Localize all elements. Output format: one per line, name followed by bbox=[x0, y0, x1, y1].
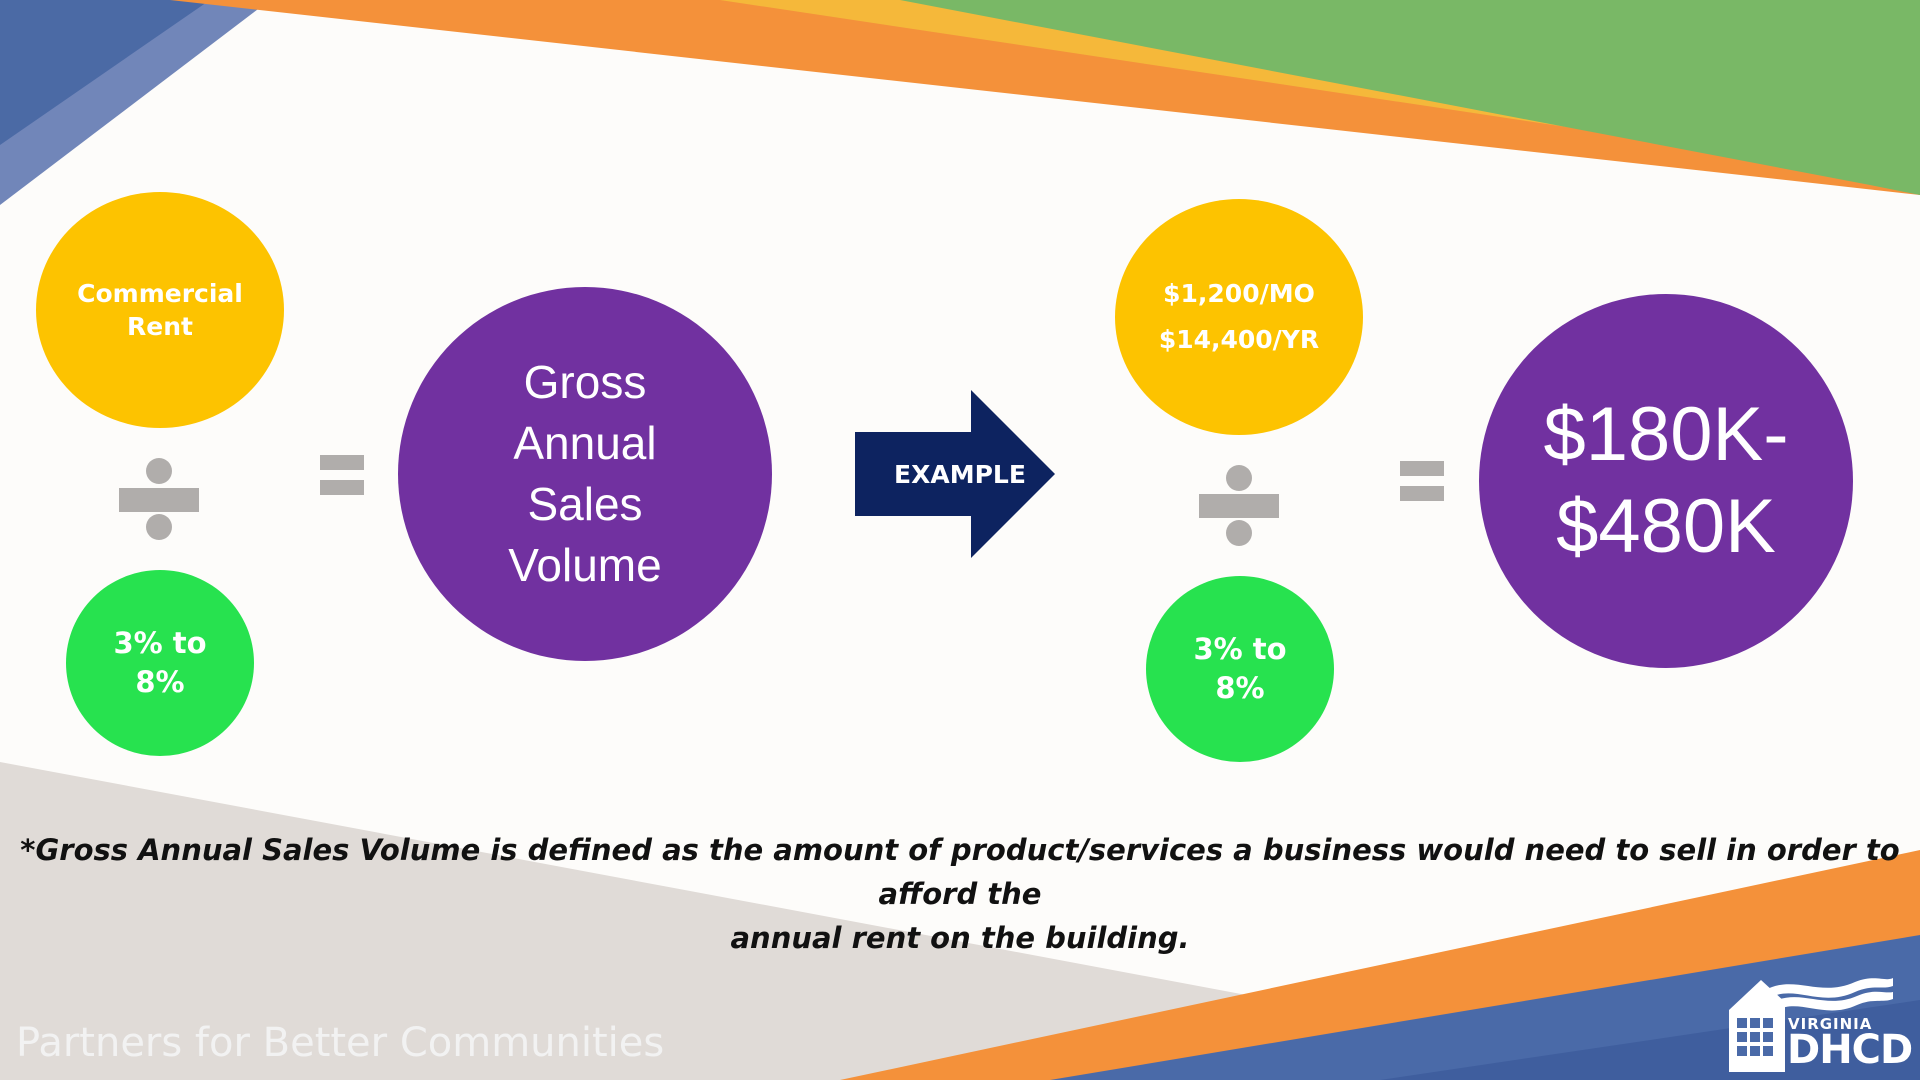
gross-line1: Gross bbox=[523, 356, 647, 408]
example-yearly-rent: $14,400/YR bbox=[1158, 325, 1320, 354]
gross-annual-sales-volume-circle: Gross Annual Sales Volume bbox=[398, 287, 772, 661]
logo-main-text: DHCD bbox=[1787, 1027, 1913, 1073]
top-left-dark-blue-band bbox=[0, 0, 210, 145]
result-line2: $480K bbox=[1556, 484, 1776, 569]
example-monthly-rent: $1,200/MO bbox=[1163, 279, 1315, 308]
footnote-line1: *Gross Annual Sales Volume is defined as… bbox=[20, 833, 1900, 911]
house-logo-icon bbox=[1729, 978, 1893, 1072]
percent-range-right-line2: 8% bbox=[1215, 671, 1265, 705]
result-line1: $180K- bbox=[1543, 392, 1789, 477]
logo-sub-text: VIRGINIA bbox=[1788, 1015, 1873, 1033]
example-rent-circle: $1,200/MO $14,400/YR bbox=[1115, 199, 1363, 435]
bottom-gray-band bbox=[0, 762, 1920, 1080]
arrow-right-icon bbox=[855, 390, 1055, 558]
gross-line4: Volume bbox=[508, 539, 662, 591]
percent-range-circle-left: 3% to 8% bbox=[66, 570, 254, 756]
commercial-rent-label-line2: Rent bbox=[127, 312, 193, 341]
percent-range-left-line1: 3% to bbox=[113, 626, 207, 660]
top-green-band bbox=[900, 0, 1920, 195]
dhcd-logo: VIRGINIA DHCD bbox=[1725, 972, 1913, 1073]
result-range-circle: $180K- $480K bbox=[1479, 294, 1853, 668]
gross-line3: Sales bbox=[527, 478, 643, 530]
example-arrow: EXAMPLE bbox=[855, 390, 1055, 558]
gross-line2: Annual bbox=[513, 417, 657, 469]
footnote: *Gross Annual Sales Volume is defined as… bbox=[20, 828, 1900, 960]
percent-range-right-line1: 3% to bbox=[1193, 632, 1287, 666]
commercial-rent-circle: Commercial Rent bbox=[36, 192, 284, 428]
footnote-line2: annual rent on the building. bbox=[730, 921, 1190, 955]
commercial-rent-label-line1: Commercial bbox=[77, 279, 243, 308]
percent-range-circle-right: 3% to 8% bbox=[1146, 576, 1334, 762]
example-label: EXAMPLE bbox=[894, 459, 1026, 489]
percent-range-left-line2: 8% bbox=[135, 665, 185, 699]
tagline: Partners for Better Communities bbox=[16, 1020, 665, 1066]
